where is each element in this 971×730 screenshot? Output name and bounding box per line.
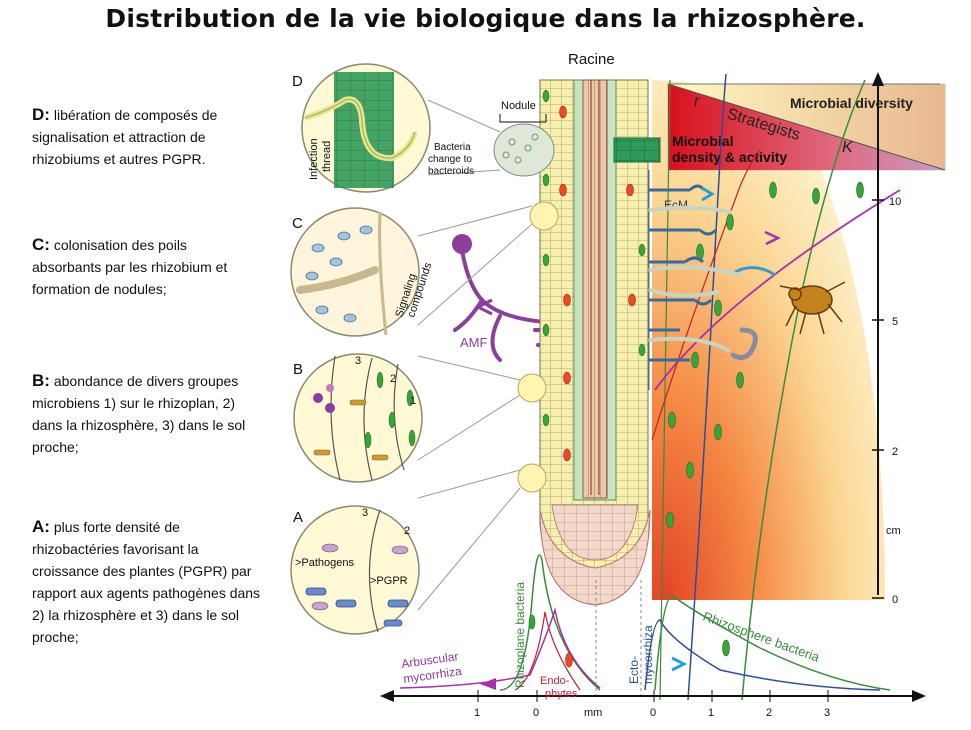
ecto-curve — [644, 619, 881, 691]
rhizoplane-curve — [499, 554, 601, 691]
callout-lines — [417, 99, 533, 611]
infection-label: Infection — [308, 138, 320, 180]
root-endophytes — [559, 105, 636, 462]
endophytes-label-1: Endo- — [540, 675, 570, 687]
rhizoplane-label: Rhizoplane bacteria — [513, 582, 527, 688]
strategy-wedge: r K Strategists Microbial diversity Micr… — [667, 83, 946, 171]
wedge-density-2: density & activity — [672, 149, 787, 165]
bacteria-change-3: bacteroids — [428, 166, 474, 177]
y-tick-5: 5 — [892, 316, 898, 328]
springtail-icon — [734, 266, 776, 277]
distance-axis: 1 0 mm 0 1 2 3 — [380, 690, 926, 719]
x-tick-right-3: 3 — [824, 707, 830, 719]
x-unit: mm — [584, 707, 602, 719]
wedge-density-1: Microbial — [672, 133, 733, 149]
thread-label: thread — [321, 141, 333, 172]
root-hairs — [648, 205, 742, 352]
purple-arrowhead — [764, 230, 781, 246]
amf-arrowhead — [474, 298, 493, 316]
y-unit: cm — [886, 525, 901, 537]
panel-b-zone-2: 2 — [390, 373, 396, 385]
purple-hypha — [654, 189, 901, 391]
wedge-diversity: Microbial diversity — [790, 95, 913, 111]
page-title: Distribution de la vie biologique dans l… — [105, 4, 866, 33]
curve-bacterium-green-2 — [528, 614, 536, 630]
rhizosphere-label: Rhizosphere bacteria — [701, 609, 822, 665]
wedge-r: r — [694, 93, 700, 110]
endophyte-curve — [514, 611, 581, 691]
pathogens-label: >Pathogens — [295, 557, 355, 569]
wedge-k: K — [842, 139, 854, 156]
lateral-infection — [613, 137, 661, 163]
amf-label: AMF — [460, 335, 488, 350]
caption-c: C: colonisation des poils absorbants par… — [32, 235, 228, 297]
pgpr-label: >PGPR — [370, 575, 408, 587]
panel-a-zone-3: 3 — [362, 507, 368, 519]
caption-b: B: abondance de divers groupes microbien… — [32, 371, 246, 455]
curve-bacterium-green — [722, 639, 730, 657]
endophytes-label-2: phytes — [545, 688, 578, 700]
rhizoplane-bacteria — [542, 89, 646, 427]
y-tick-10: 10 — [889, 196, 901, 208]
worm-icon — [730, 327, 758, 361]
blue-curve — [687, 73, 727, 701]
soil-bacteria — [666, 181, 864, 529]
green-curve-outer — [741, 79, 866, 701]
bacteria-change-2: change to — [428, 154, 472, 165]
bacteria-change-1: Bacteria — [434, 142, 471, 153]
ecm-arrowhead — [701, 186, 715, 202]
nodule — [493, 123, 555, 177]
y-tick-0: 0 — [892, 594, 898, 606]
x-tick-left-1: 1 — [474, 707, 480, 719]
x-tick-right-1: 1 — [708, 707, 714, 719]
caption-d: D: libération de composés de signalisati… — [32, 105, 218, 167]
panel-c: C Signaling compounds — [290, 207, 435, 337]
depth-axis: 10 5 2 0 cm — [872, 72, 901, 606]
panel-a-letter: A — [293, 509, 303, 526]
panel-c-letter: C — [292, 215, 303, 232]
stele — [582, 79, 608, 499]
racine-label: Racine — [568, 51, 615, 68]
panel-a-zone-2: 2 — [404, 525, 410, 537]
zone-markers — [517, 201, 559, 493]
nodule-label: Nodule — [501, 100, 536, 112]
caption-a: A: plus forte densité de rhizobactéries … — [32, 517, 261, 645]
arbuscular-curve — [399, 607, 601, 689]
root-cap — [539, 509, 651, 606]
panel-b-zone-3: 3 — [355, 355, 361, 367]
x-tick-right-2: 2 — [766, 707, 772, 719]
panel-d-letter: D — [292, 73, 303, 90]
panel-d: D Infection thread — [292, 63, 431, 193]
root — [539, 79, 661, 606]
panel-b: B 3 2 1 — [293, 353, 423, 483]
ecto-label-1: Ecto- — [627, 656, 641, 684]
panel-a: A 3 2 >Pathogens >PGPR — [290, 505, 420, 635]
curve-endophyte-red — [565, 652, 573, 668]
x-tick-right-0: 0 — [650, 707, 656, 719]
ecto-label-2: mycorrhiza — [641, 625, 655, 684]
y-tick-2: 2 — [892, 446, 898, 458]
x-tick-left-0: 0 — [533, 707, 539, 719]
mite-icon — [779, 281, 846, 335]
arbuscular-arrow — [480, 678, 496, 690]
ecto-arrowhead — [671, 656, 688, 672]
green-curve-inner — [659, 79, 671, 701]
red-curve — [651, 149, 761, 441]
rhizosphere-curve — [654, 594, 891, 691]
amf-spore — [452, 234, 472, 254]
panel-b-letter: B — [293, 361, 303, 378]
panel-b-zone-1: 1 — [410, 395, 416, 407]
